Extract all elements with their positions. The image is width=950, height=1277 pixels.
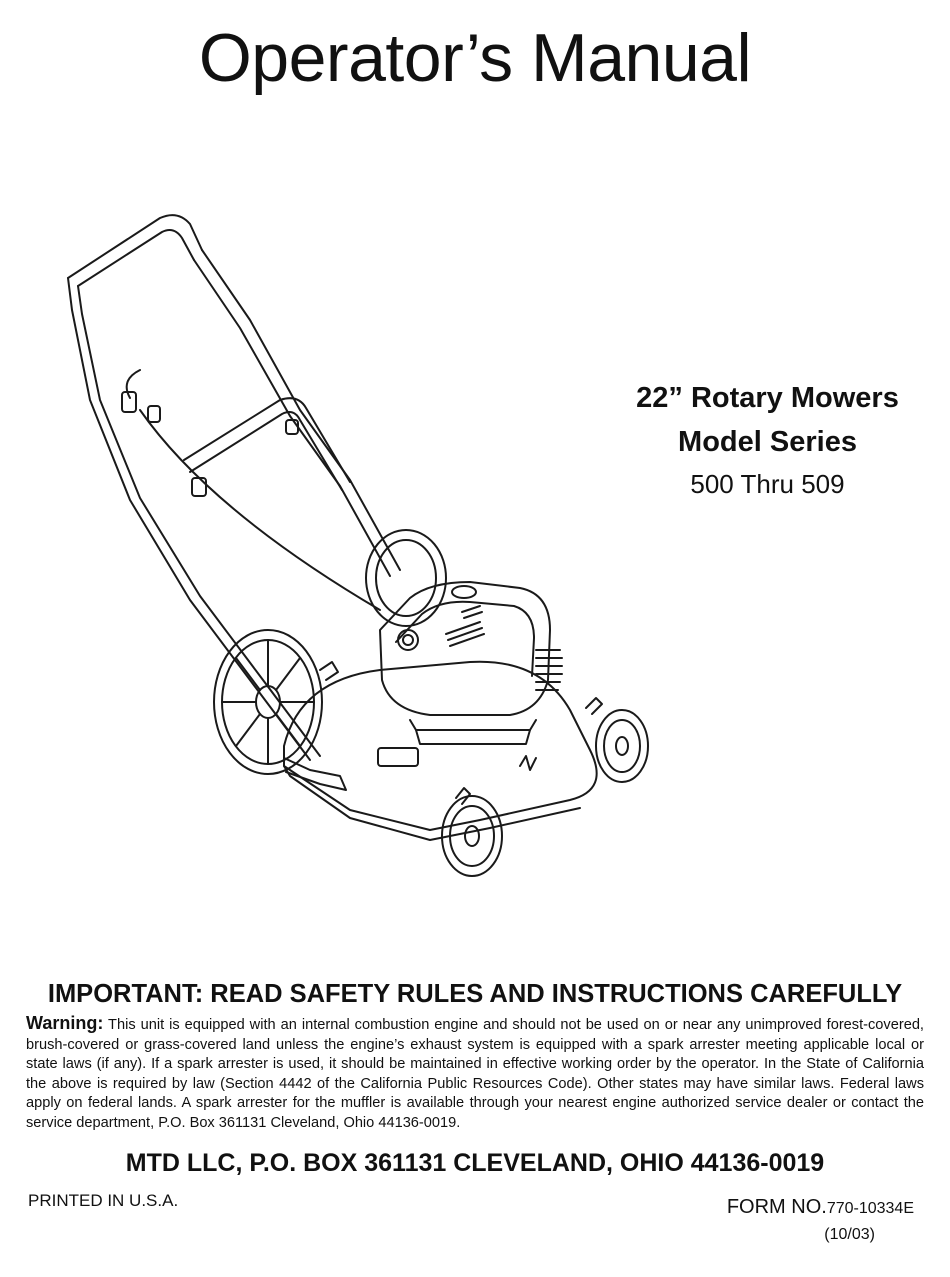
warning-label: Warning: <box>26 1013 104 1033</box>
warning-paragraph: Warning: This unit is equipped with an i… <box>26 1013 924 1133</box>
model-series-label: Model Series <box>678 426 857 458</box>
product-name: 22” Rotary Mowers <box>636 382 899 414</box>
lawn-mower-icon <box>67 214 649 877</box>
form-number-code: 770-10334E <box>826 1200 914 1217</box>
company-address: MTD LLC, P.O. BOX 361131 CLEVELAND, OHIO… <box>125 1149 825 1177</box>
form-date: (10/03) <box>824 1226 875 1243</box>
form-number-prefix: FORM NO. <box>726 1196 827 1218</box>
safety-heading: IMPORTANT: READ SAFETY RULES AND INSTRUC… <box>47 980 903 1008</box>
printed-in-label: PRINTED IN U.S.A. <box>28 1191 179 1210</box>
model-info: 22” Rotary Mowers Model Series 500 Thru … <box>600 376 935 504</box>
form-number: FORM NO.770-10334E <box>727 1195 914 1221</box>
model-range: 500 Thru 509 <box>690 469 845 499</box>
manual-title: Operator’s Manual <box>198 20 752 96</box>
warning-text: This unit is equipped with an internal c… <box>26 1017 924 1131</box>
